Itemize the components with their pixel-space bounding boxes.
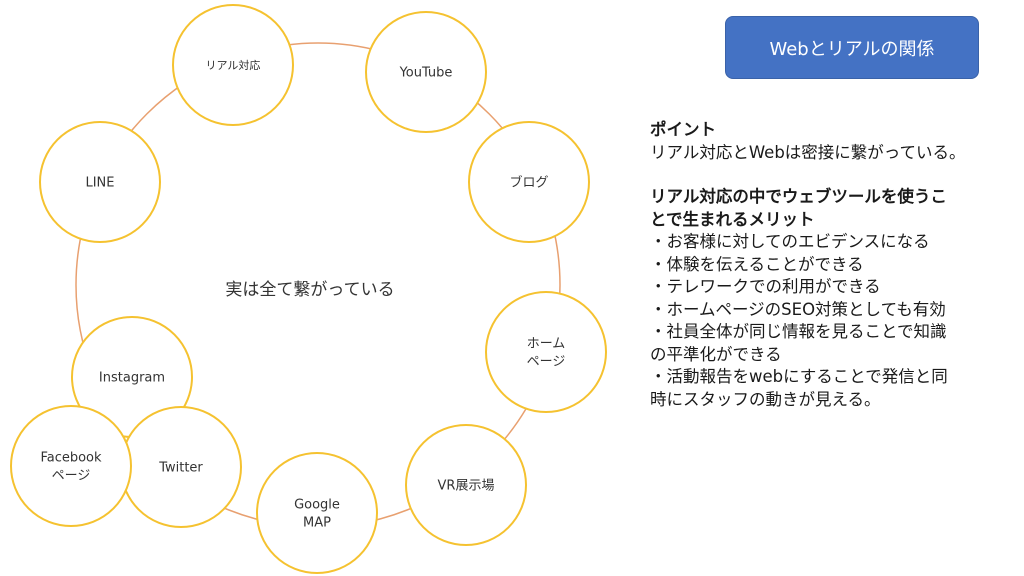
node-blog: ブログ <box>468 121 590 243</box>
spacer <box>650 164 1012 186</box>
node-line: LINE <box>39 121 161 243</box>
node-label: ページ <box>52 469 91 484</box>
node-circle <box>172 4 294 126</box>
node-label: Google <box>294 498 340 513</box>
node-label: Twitter <box>158 461 203 476</box>
node-homepage: ホームページ <box>485 291 607 413</box>
merit-item-line: ・お客様に対してのエビデンスになる <box>650 232 930 251</box>
merit-item-line: ・活動報告をwebにすることで発信と同 <box>650 367 948 386</box>
node-label: Facebook <box>40 451 102 466</box>
node-vr: VR展示場 <box>405 424 527 546</box>
point-text: リアル対応とWebは密接に繋がっている。 <box>650 142 966 162</box>
node-label: リアル対応 <box>206 58 261 72</box>
node-circle <box>256 452 378 574</box>
node-twitter: Twitter <box>120 406 242 528</box>
node-circle <box>468 121 590 243</box>
node-instagram: Instagram <box>71 316 193 438</box>
merit-item-line: ・社員全体が同じ情報を見ることで知識 <box>650 322 947 341</box>
node-youtube: YouTube <box>365 11 487 133</box>
node-label: YouTube <box>399 66 453 81</box>
merit-item-line: 時にスタッフの動きが見える。 <box>650 389 881 409</box>
node-label: VR展示場 <box>438 479 495 494</box>
merit-item-line: の平準化ができる <box>650 344 782 364</box>
point-heading: ポイント <box>650 120 716 139</box>
node-label: ホーム <box>527 337 566 352</box>
title-text: Webとリアルの関係 <box>769 38 935 60</box>
title-box: Webとリアルの関係 <box>725 16 979 79</box>
node-circle <box>10 405 132 527</box>
node-label: MAP <box>303 516 331 531</box>
merit-heading-line: リアル対応の中でウェブツールを使うこ <box>650 187 947 206</box>
node-facebook: Facebook ページ <box>10 405 132 527</box>
node-label: LINE <box>85 176 114 191</box>
node-real: リアル対応 <box>172 4 294 126</box>
node-circle <box>405 424 527 546</box>
merit-item-line: ・体験を伝えることができる <box>650 254 864 274</box>
text-panel: ポイント リアル対応とWebは密接に繋がっている。 リアル対応の中でウェブツール… <box>650 119 1012 411</box>
node-circle <box>39 121 161 243</box>
node-label: ページ <box>527 355 566 370</box>
merit-heading: リアル対応の中でウェブツールを使うこ とで生まれるメリット <box>650 186 1012 231</box>
node-label: Instagram <box>99 371 165 386</box>
merit-item-line: ・テレワークでの利用ができる <box>650 277 881 296</box>
merit-item-line: ・ホームページのSEO対策としても有効 <box>650 299 946 319</box>
center-text: 実は全て繋がっている <box>225 280 394 300</box>
node-label: ブログ <box>509 175 548 191</box>
merit-list: ・お客様に対してのエビデンスになる・体験を伝えることができる・テレワークでの利用… <box>650 231 1012 411</box>
node-circle <box>485 291 607 413</box>
merit-heading-line: とで生まれるメリット <box>650 209 815 229</box>
node-circle <box>365 11 487 133</box>
